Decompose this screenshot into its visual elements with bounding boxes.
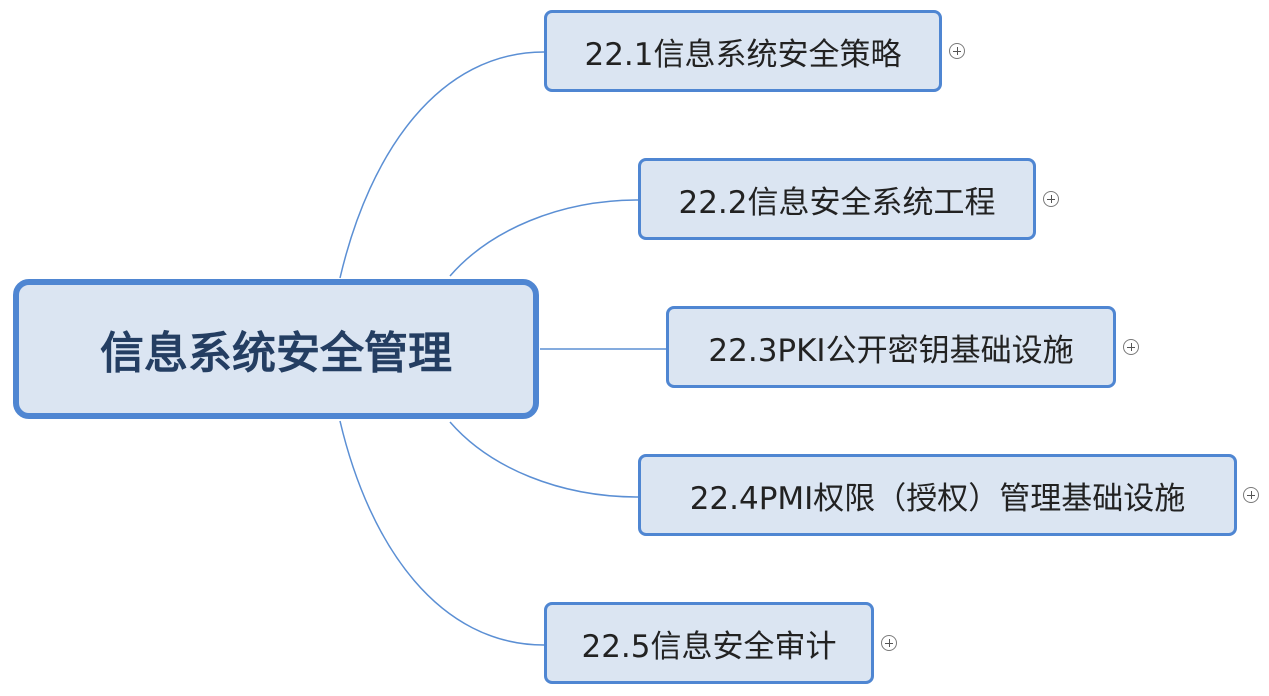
expand-plus-icon[interactable] xyxy=(949,43,965,59)
subtopic-label: 22.2信息安全系统工程 xyxy=(678,184,996,221)
connector-to-child-4 xyxy=(449,421,639,498)
subtopic-label: 22.3PKI公开密钥基础设施 xyxy=(708,332,1074,369)
connector-to-child-2 xyxy=(449,199,639,277)
subtopic-node-22-5[interactable]: 22.5信息安全审计 xyxy=(544,602,874,684)
connector-to-child-1 xyxy=(339,51,545,279)
expand-plus-icon[interactable] xyxy=(1123,339,1139,355)
expand-plus-icon[interactable] xyxy=(881,635,897,651)
subtopic-node-22-4[interactable]: 22.4PMI权限（授权）管理基础设施 xyxy=(638,454,1237,536)
subtopic-label: 22.1信息系统安全策略 xyxy=(584,36,902,73)
subtopic-label: 22.4PMI权限（授权）管理基础设施 xyxy=(689,480,1186,517)
subtopic-node-22-3[interactable]: 22.3PKI公开密钥基础设施 xyxy=(666,306,1116,388)
expand-plus-icon[interactable] xyxy=(1243,487,1259,503)
subtopic-node-22-2[interactable]: 22.2信息安全系统工程 xyxy=(638,158,1036,240)
subtopic-node-22-1[interactable]: 22.1信息系统安全策略 xyxy=(544,10,942,92)
expand-plus-icon[interactable] xyxy=(1043,191,1059,207)
subtopic-label: 22.5信息安全审计 xyxy=(581,628,837,665)
root-topic-label: 信息系统安全管理 xyxy=(100,328,452,379)
root-topic-node[interactable]: 信息系统安全管理 xyxy=(13,279,539,419)
connector-to-child-5 xyxy=(339,420,545,646)
